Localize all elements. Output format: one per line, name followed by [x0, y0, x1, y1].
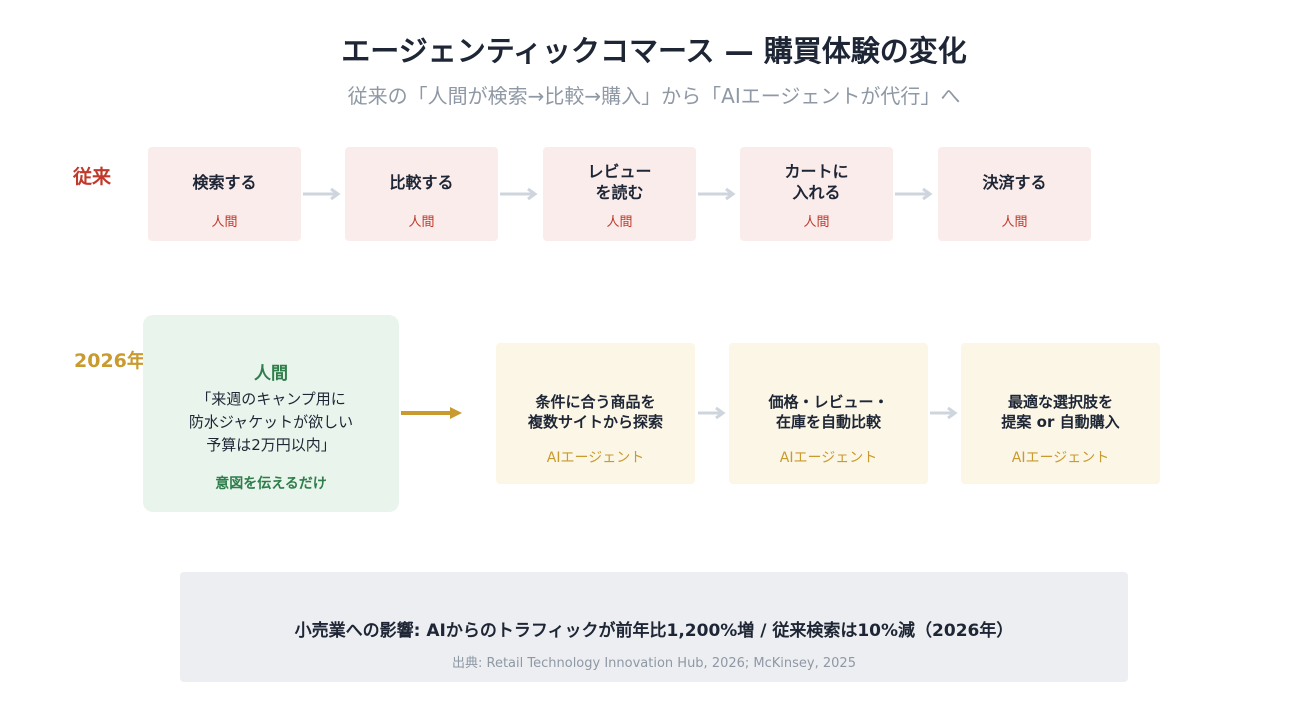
- arrow-right-icon: [698, 406, 726, 420]
- arrow-right-icon: [895, 187, 933, 201]
- step-title: 検索する: [192, 172, 257, 192]
- human-quote: 「来週のキャンプ用に 防水ジャケットが欲しい 予算は2万円以内」: [143, 388, 399, 457]
- agent-step-search: 条件に合う商品を 複数サイトから探索 AIエージェント: [496, 343, 695, 484]
- arrow-right-icon: [401, 407, 462, 419]
- quote-line: 防水ジャケットが欲しい: [188, 413, 354, 431]
- agent-step-title: 最適な選択肢を 提案 or 自動購入: [1001, 393, 1120, 431]
- agent-step-actor: AIエージェント: [779, 450, 878, 466]
- diagram-title: エージェンティックコマース — 購買体験の変化: [341, 34, 967, 68]
- human-note: 意図を伝えるだけ: [215, 476, 327, 492]
- step-title: カートに 入れる: [784, 162, 849, 202]
- agent-step-actor: AIエージェント: [1011, 450, 1110, 466]
- human-title: 人間: [254, 364, 288, 384]
- step-actor: 人間: [1001, 215, 1028, 230]
- source-citation: 出典: Retail Technology Innovation Hub, 20…: [452, 656, 856, 671]
- arrow-right-icon: [698, 187, 736, 201]
- step-actor: 人間: [408, 215, 435, 230]
- step-title: レビュー を読む: [587, 162, 652, 202]
- traditional-step-checkout: 決済する 人間: [938, 147, 1091, 241]
- future-row-label: 2026年〜: [74, 350, 165, 372]
- arrow-right-icon: [930, 406, 958, 420]
- traditional-step-compare: 比較する 人間: [345, 147, 498, 241]
- diagram-subtitle: 従来の「人間が検索→比較→購入」から「AIエージェントが代行」へ: [347, 84, 961, 108]
- agent-step-propose: 最適な選択肢を 提案 or 自動購入 AIエージェント: [961, 343, 1160, 484]
- impact-footer: 小売業への影響: AIからのトラフィックが前年比1,200%増 / 従来検索は1…: [180, 572, 1128, 682]
- arrow-right-icon: [303, 187, 341, 201]
- step-actor: 人間: [803, 215, 830, 230]
- step-actor: 人間: [211, 215, 238, 230]
- impact-statement: 小売業への影響: AIからのトラフィックが前年比1,200%増 / 従来検索は1…: [294, 621, 1014, 641]
- quote-line: 「来週のキャンプ用に: [196, 390, 346, 408]
- traditional-step-search: 検索する 人間: [148, 147, 301, 241]
- agent-step-actor: AIエージェント: [546, 450, 645, 466]
- traditional-step-review: レビュー を読む 人間: [543, 147, 696, 241]
- step-title: 決済する: [982, 172, 1047, 192]
- agent-step-title: 条件に合う商品を 複数サイトから探索: [527, 393, 663, 431]
- traditional-row-label: 従来: [73, 166, 112, 188]
- step-title: 比較する: [389, 172, 454, 192]
- step-actor: 人間: [606, 215, 633, 230]
- human-intent-box: 人間 「来週のキャンプ用に 防水ジャケットが欲しい 予算は2万円以内」 意図を伝…: [143, 315, 399, 512]
- arrow-right-icon: [500, 187, 538, 201]
- traditional-step-cart: カートに 入れる 人間: [740, 147, 893, 241]
- agent-step-compare: 価格・レビュー・ 在庫を自動比較 AIエージェント: [729, 343, 928, 484]
- agent-step-title: 価格・レビュー・ 在庫を自動比較: [768, 393, 889, 431]
- quote-line: 予算は2万円以内」: [206, 436, 336, 454]
